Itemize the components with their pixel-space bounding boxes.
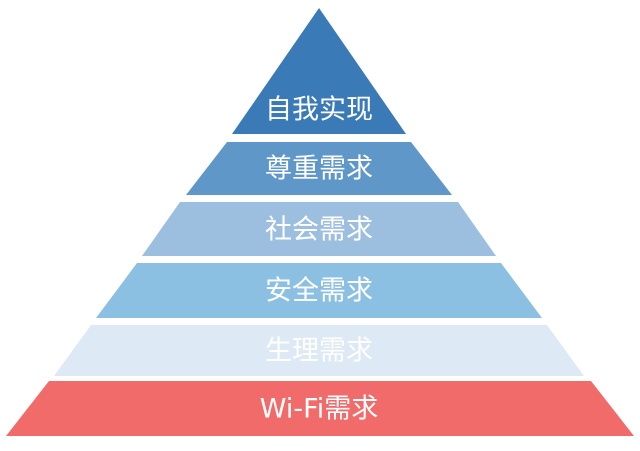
- pyramid-band-safety: [96, 263, 542, 318]
- pyramid-level-2: 尊重需求: [186, 142, 452, 195]
- pyramid-band-social: [142, 202, 496, 256]
- label-wifi: Wi-Fi需求: [260, 394, 378, 425]
- pyramid-band-self-actualization: [232, 8, 406, 134]
- pyramid-band-physiological: [54, 325, 584, 376]
- label-physiological: 生理需求: [265, 336, 373, 367]
- label-social: 社会需求: [265, 215, 373, 246]
- label-self-actualization: 自我实现: [265, 95, 373, 126]
- pyramid-band-esteem: [186, 142, 452, 195]
- pyramid-level-5: 生理需求: [54, 325, 584, 376]
- pyramid-level-1: 自我实现: [232, 8, 406, 134]
- pyramid-band-wifi: [6, 381, 634, 436]
- pyramid-level-3: 社会需求: [142, 202, 496, 256]
- label-safety: 安全需求: [265, 276, 373, 307]
- pyramid-level-4: 安全需求: [96, 263, 542, 318]
- label-esteem: 尊重需求: [265, 154, 373, 185]
- pyramid-level-6: Wi-Fi需求: [6, 381, 634, 436]
